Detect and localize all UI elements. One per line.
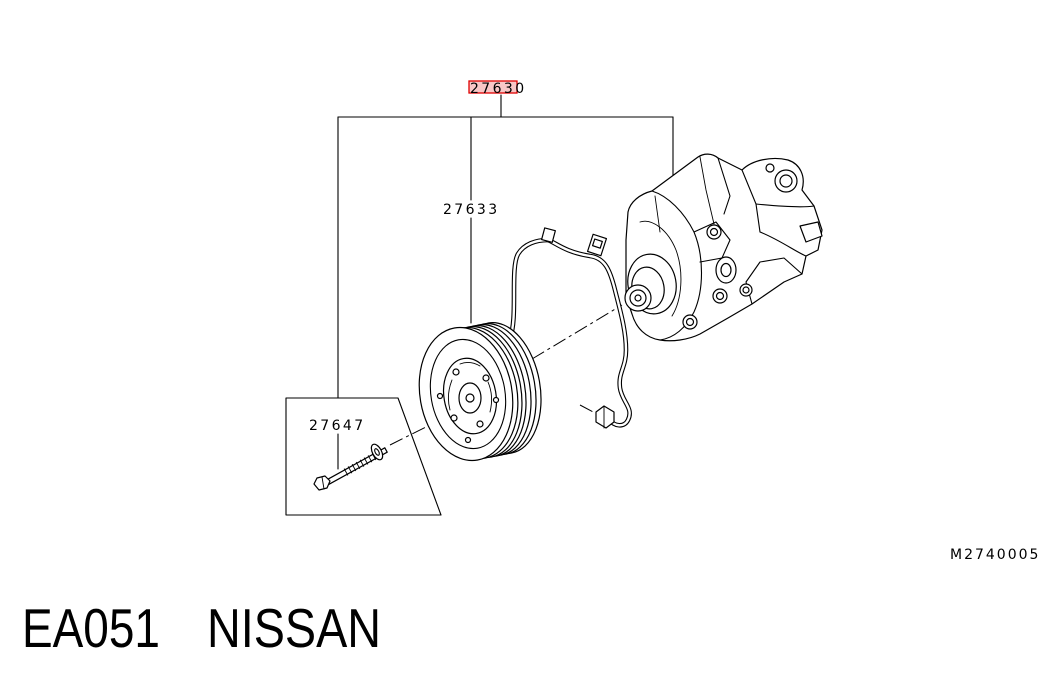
compressor-rib-1 — [717, 157, 731, 215]
compressor-front-housing-edge — [651, 190, 703, 341]
pulley-hole — [436, 392, 444, 400]
shaft-end — [634, 294, 642, 302]
callout-leaders — [337, 94, 674, 470]
mount-boss-middle-hole — [720, 262, 732, 278]
wire-main-core — [546, 238, 631, 427]
compressor-rear-head-upper-edge — [755, 203, 815, 208]
mount-ear-rear-hole — [742, 286, 750, 294]
bolt-group-frame — [285, 397, 442, 516]
compressor-left-face-line — [654, 195, 661, 233]
compressor-service-valve — [799, 221, 823, 243]
harness-connector-latch — [591, 238, 603, 249]
compressor-rear-head-lower-edge — [759, 231, 807, 257]
compressor-front-housing-inner — [639, 220, 682, 317]
bolt-thread-line — [367, 455, 373, 463]
pulley-hole — [464, 436, 472, 444]
pulley-inner-ring — [429, 338, 507, 450]
callout-label-27647[interactable]: 27647 — [309, 418, 366, 434]
pressure-sensor — [595, 405, 615, 429]
callout-highlight — [468, 80, 518, 94]
armature-rivet — [452, 368, 460, 376]
compressor-top-rib — [699, 156, 715, 225]
pulley-hole — [492, 396, 500, 404]
mount-ear-bottom-hole — [685, 317, 695, 327]
bolt-assembly — [313, 443, 388, 491]
armature-rivet — [476, 420, 484, 428]
armature-rivet — [450, 414, 458, 422]
rear-head-bolt — [765, 163, 775, 173]
compressor — [624, 153, 823, 342]
footer-model-code: EA051 — [22, 597, 160, 659]
bolt-head-facet — [321, 476, 325, 490]
wire-from-clutch-core — [508, 238, 550, 340]
bolt-head — [313, 475, 331, 491]
wire-from-clutch — [507, 237, 551, 341]
wire-clip — [541, 227, 556, 243]
bolt-thread-line — [347, 466, 353, 474]
pulley-clutch — [418, 322, 542, 462]
callout-label-27630[interactable]: 27630 — [470, 81, 527, 97]
mount-ear-lower-hole — [715, 291, 725, 301]
footer-make: NISSAN — [207, 597, 381, 659]
washer-hole — [374, 448, 380, 456]
bolt-thread-line — [351, 464, 357, 472]
mount-ear-upper-hole — [709, 227, 719, 237]
callout-label-27633[interactable]: 27633 — [443, 202, 500, 218]
washer — [370, 443, 384, 461]
wire-harness — [507, 227, 632, 429]
wire-main — [545, 237, 632, 428]
figure-code: M2740005 — [950, 547, 1040, 563]
rear-fitting-port — [779, 174, 793, 188]
armature-slot — [447, 379, 453, 411]
bolt-thread-line — [363, 457, 369, 465]
axis-line-sensor — [579, 404, 598, 415]
armature-rivet — [482, 374, 490, 382]
armature-slot — [487, 381, 493, 413]
bolt-thread-line — [355, 461, 361, 469]
bolt-thread-line — [343, 468, 349, 476]
bolt-thread-line — [359, 459, 365, 467]
compressor-bracket — [693, 221, 731, 263]
armature-slot — [459, 361, 481, 367]
axis-line-pulley-to-compressor — [531, 304, 623, 360]
hub-center-bolt — [465, 393, 475, 403]
